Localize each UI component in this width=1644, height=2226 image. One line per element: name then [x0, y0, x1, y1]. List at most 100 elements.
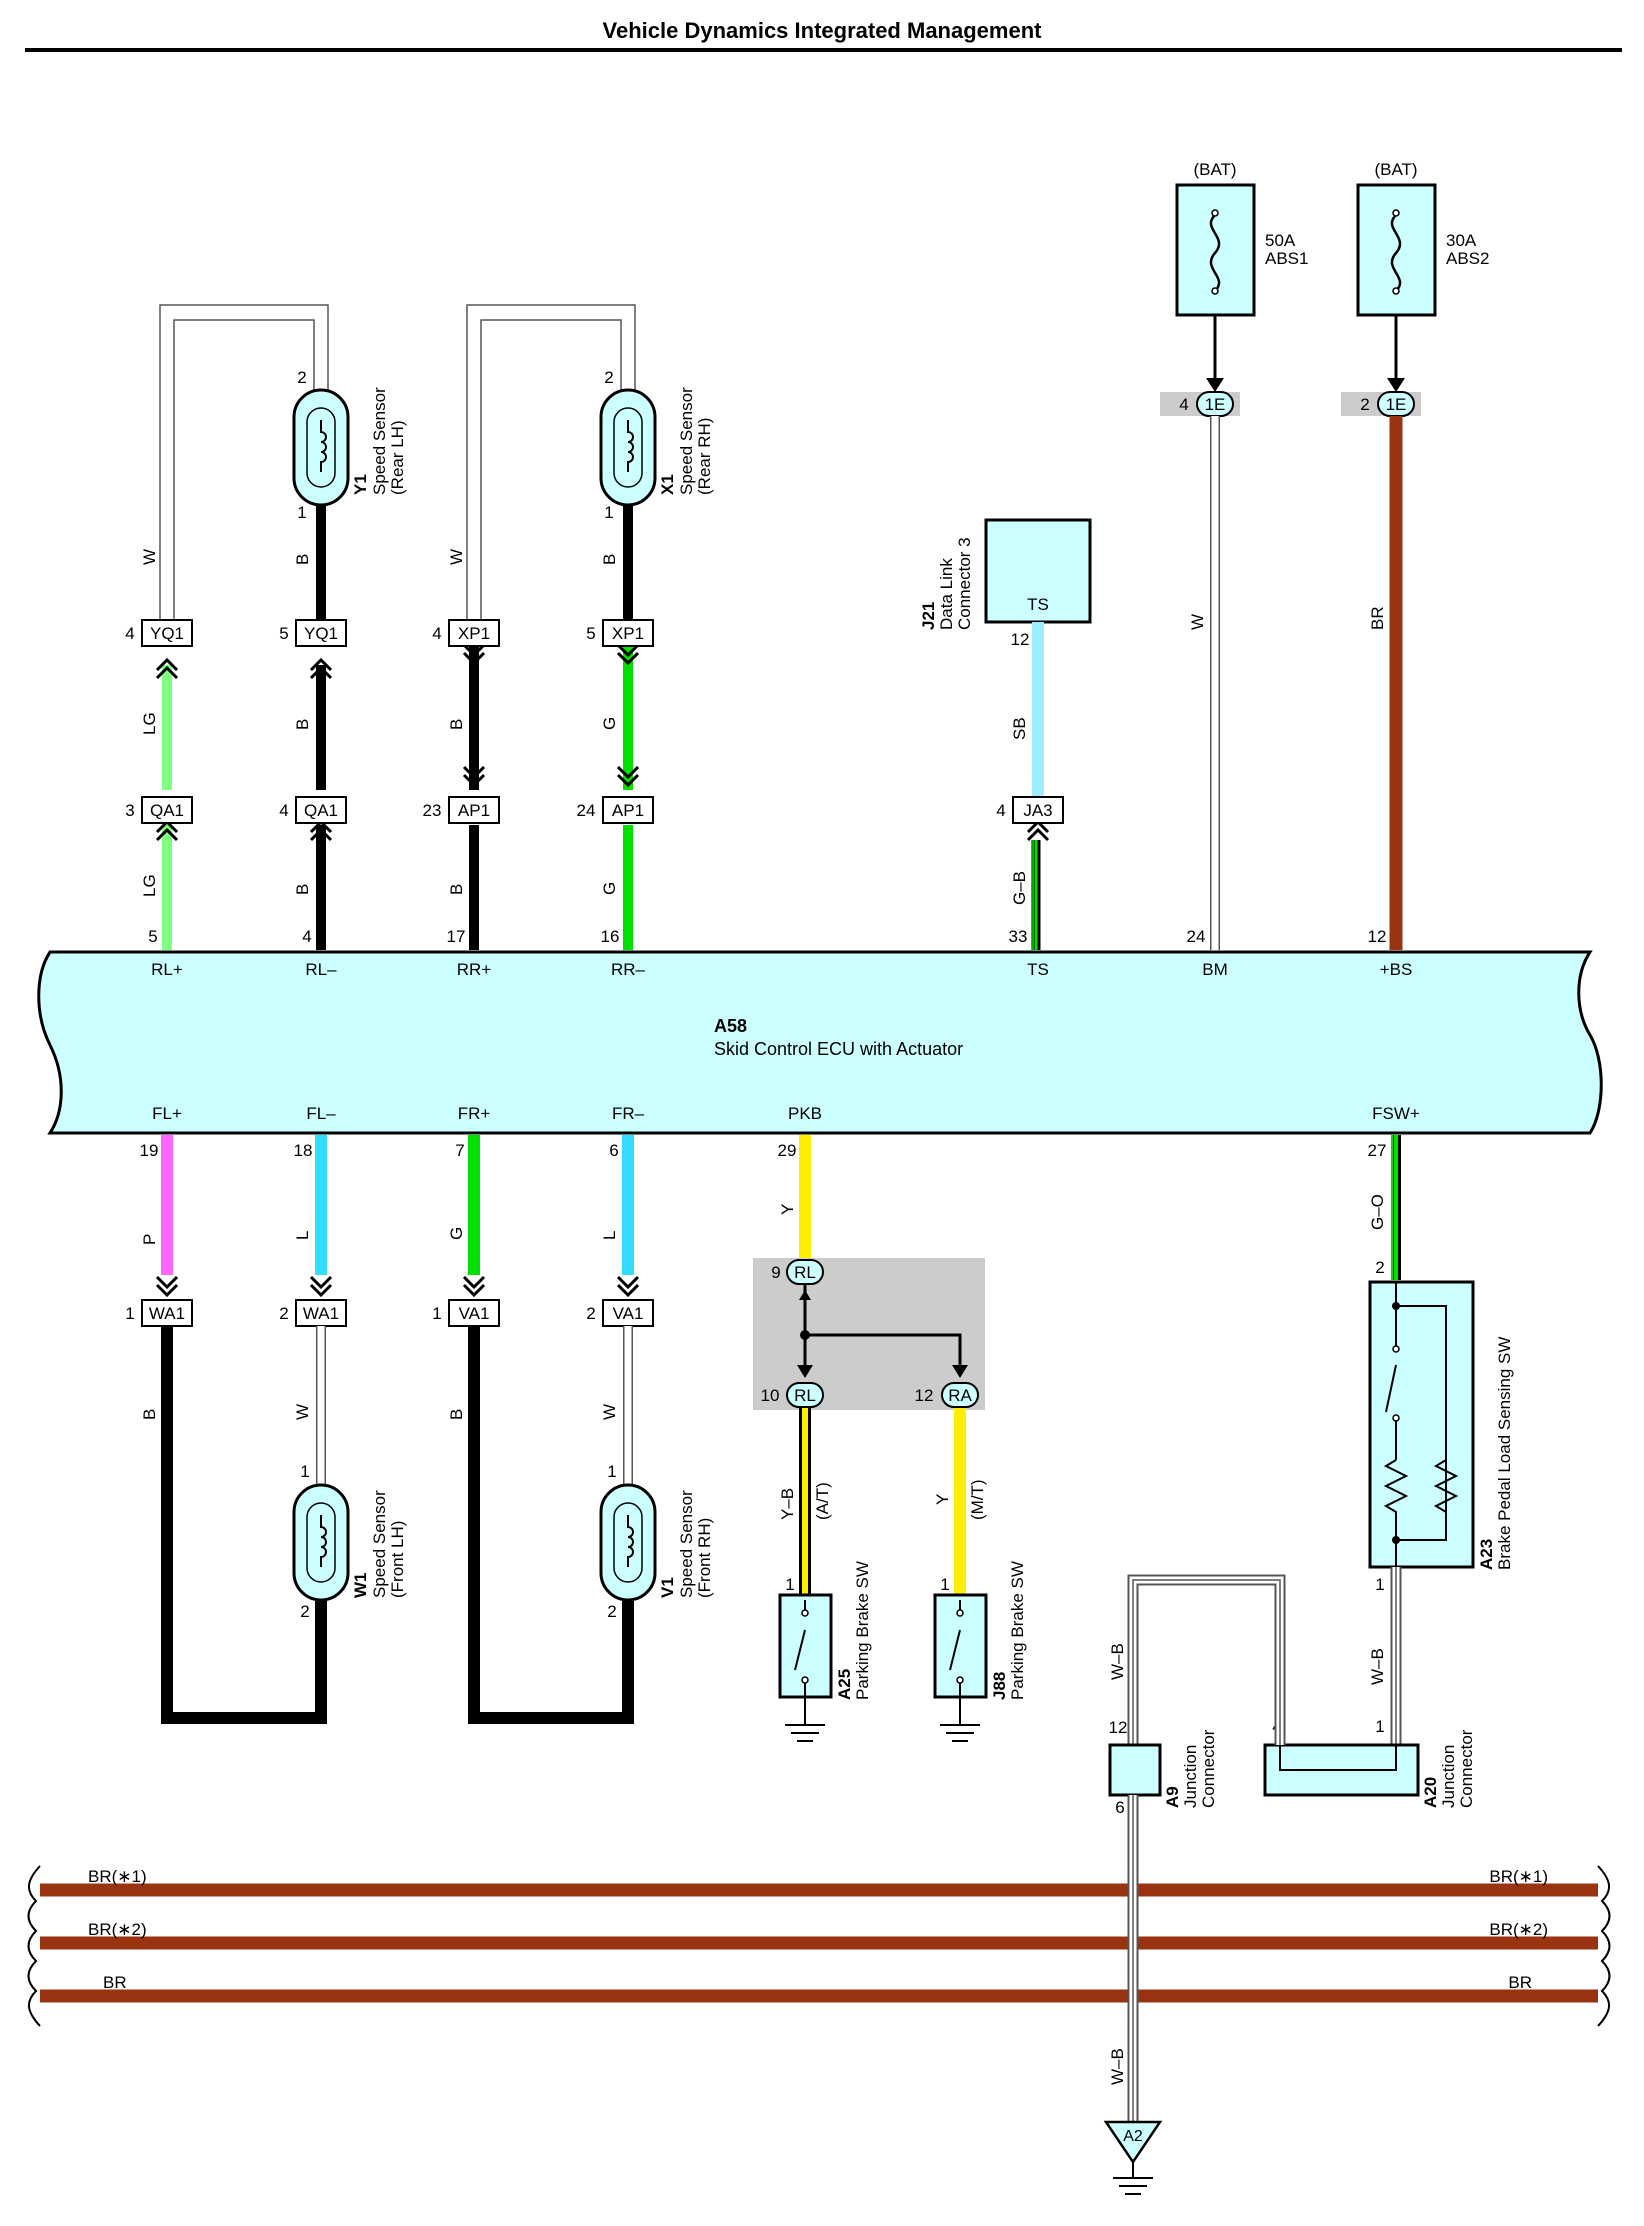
bus-label-2-left: BR(∗2): [88, 1920, 147, 1939]
wire-label-l: L: [600, 1231, 619, 1240]
ecu-pin: 17: [447, 927, 466, 946]
fuse-abs2: (BAT) 30A ABS2 1E 2: [1341, 160, 1489, 417]
switch-icon: [794, 1629, 806, 1671]
relay-left-pin: 10: [761, 1386, 780, 1405]
x1-sensor-inner: [613, 407, 643, 488]
x1-name2: (Rear RH): [695, 418, 714, 495]
ecu-pin: 24: [1187, 927, 1206, 946]
bus-break-icon: [1597, 1865, 1611, 2027]
ecu-terminal-rr-plus: RR+: [457, 960, 492, 979]
ecu-terminal-fr-minus: FR–: [612, 1104, 645, 1123]
a2-triangle: [1103, 2120, 1163, 2165]
wire-label-go: G–O: [1368, 1194, 1387, 1230]
fuse-icon: [1209, 214, 1221, 292]
a9-pin-bottom: 6: [1115, 1798, 1124, 1817]
wire-label-wb: W–B: [1108, 2048, 1127, 2085]
connector-ap1-a: AP1 23: [423, 796, 500, 824]
relay-connector-right: [941, 1382, 979, 1408]
j21-data-link-connector: TS J21 Data Link Connector 3 12: [919, 518, 1092, 649]
svg-text:5: 5: [279, 624, 288, 643]
a23-pin-top: 2: [1375, 1258, 1384, 1277]
svg-text:YQ1: YQ1: [150, 624, 184, 643]
ecu-pin: 6: [609, 1141, 618, 1160]
svg-text:AP1: AP1: [458, 801, 490, 820]
arrow-down-icon: [797, 1365, 813, 1378]
wire-label-b: B: [140, 1409, 159, 1420]
connector-qa1-a: QA1 3: [125, 796, 193, 824]
a9-body: [1108, 1743, 1162, 1797]
relay-connector-top: [786, 1259, 824, 1285]
bus-label-1-left: BR(∗1): [88, 1867, 147, 1886]
connector-va1-a: VA1 1: [432, 1299, 500, 1327]
bus-label-1-right: BR(∗1): [1489, 1867, 1548, 1886]
wire-label-b: B: [293, 884, 312, 895]
a9-pin-top: 12: [1109, 1718, 1128, 1737]
connector-yq1-a: YQ1 4: [125, 619, 193, 647]
ecu-terminal-fsw-plus: FSW+: [1372, 1104, 1420, 1123]
y1-pin-bottom: 1: [297, 503, 306, 522]
svg-text:24: 24: [577, 801, 596, 820]
fuse-abs2-body: [1356, 183, 1437, 317]
coil-icon: [320, 420, 327, 472]
fuse-icon: [1390, 214, 1402, 292]
svg-text:1: 1: [125, 1304, 134, 1323]
svg-text:XP1: XP1: [612, 624, 644, 643]
connector-wa1-a: WA1 1: [125, 1299, 193, 1327]
wire-label-y: Y: [933, 1494, 952, 1505]
ecu-terminal-fr-plus: FR+: [458, 1104, 491, 1123]
v1-pin-bottom: 2: [607, 1602, 616, 1621]
wire-g-b-ts: [1031, 840, 1041, 950]
wire-label-b: B: [600, 554, 619, 565]
wire-label-lg: LG: [140, 712, 159, 735]
y1-name2: (Rear LH): [388, 420, 407, 495]
a20-pin-right: 1: [1375, 1717, 1384, 1736]
ja3-chevrons: [1026, 819, 1050, 842]
x1-loop-wire: [466, 304, 636, 630]
resistor-icon: [1433, 1459, 1459, 1513]
w1-b-loop-wire: [161, 1326, 327, 1724]
y1-code: Y1: [351, 474, 370, 495]
fuse-abs1-connector-label: 1E: [1205, 395, 1226, 414]
resistor-icon: [1383, 1459, 1409, 1540]
w1-code: W1: [351, 1573, 370, 1599]
a25-name: Parking Brake SW: [853, 1561, 872, 1700]
j88-pin: 1: [940, 1575, 949, 1594]
svg-text:WA1: WA1: [149, 1304, 185, 1323]
x1-pin-bottom: 1: [604, 503, 613, 522]
w1-speed-sensor: 1 2 W1 Speed Sensor (Front LH): [292, 1462, 407, 1621]
ecu-pin: 19: [140, 1141, 159, 1160]
ecu-pin: 29: [778, 1141, 797, 1160]
svg-text:4: 4: [432, 624, 441, 643]
wire-label-wb: W–B: [1368, 1648, 1387, 1685]
ecu-pin: 18: [294, 1141, 313, 1160]
a23-name: Brake Pedal Load Sensing SW: [1495, 1337, 1514, 1570]
j88-name: Parking Brake SW: [1008, 1561, 1027, 1700]
svg-text:QA1: QA1: [304, 801, 338, 820]
svg-text:3: 3: [125, 801, 134, 820]
v1-name1: Speed Sensor: [677, 1490, 696, 1598]
y1-pin-top: 2: [297, 368, 306, 387]
svg-text:5: 5: [586, 624, 595, 643]
svg-text:QA1: QA1: [150, 801, 184, 820]
connector-xp1-a: XP1 4: [432, 619, 500, 647]
a25-code: A25: [835, 1669, 854, 1700]
y1-sensor-inner: [306, 407, 336, 488]
w1-pin-top: 1: [300, 1462, 309, 1481]
a23-brake-pedal-sw: 2 1 A23 Brake Pedal Load Sensing SW: [1368, 1258, 1514, 1594]
wire-label-b: B: [447, 884, 466, 895]
fuse-abs1-source: (BAT): [1193, 160, 1236, 179]
w1-sensor-inner: [306, 1502, 336, 1583]
coil-icon: [627, 1515, 634, 1567]
fuse-abs2-rating: 30A: [1446, 231, 1477, 250]
svg-text:YQ1: YQ1: [304, 624, 338, 643]
x1-code: X1: [658, 474, 677, 495]
ecu-name: Skid Control ECU with Actuator: [714, 1039, 963, 1059]
wire-label-y: Y: [778, 1204, 797, 1215]
a9-code: A9: [1163, 1786, 1182, 1808]
a20-name2: Connector: [1457, 1729, 1476, 1808]
bus-label-3-left: BR: [103, 1973, 127, 1992]
arrow-down-icon: [1387, 378, 1405, 392]
arrow-down-icon: [1206, 378, 1224, 392]
wire-label-gb: G–B: [1010, 871, 1029, 905]
